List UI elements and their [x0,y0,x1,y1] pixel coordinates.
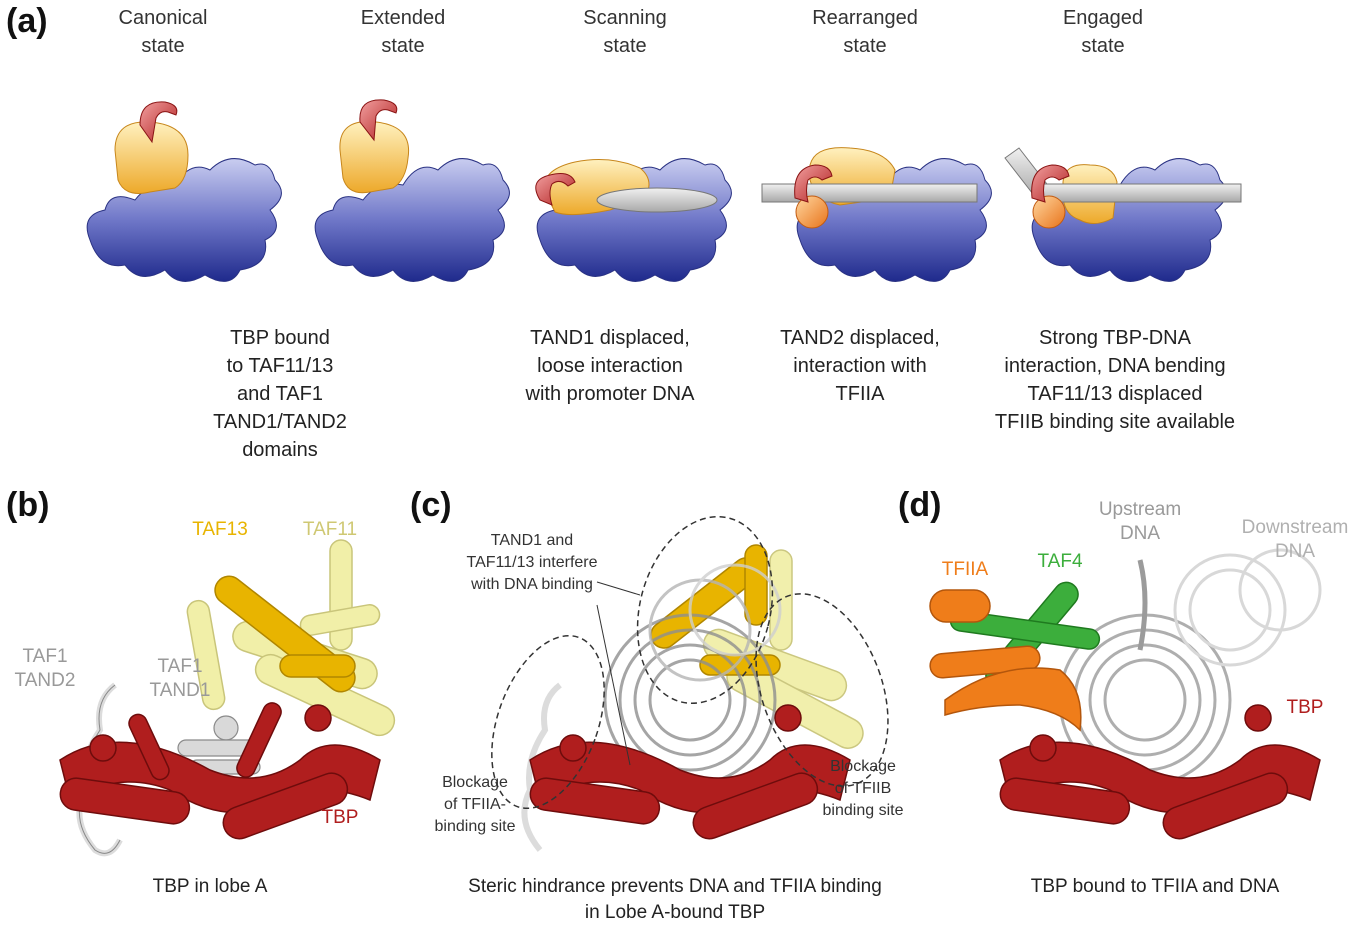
label-block-tfiib: Blockage of TFIIB binding site [822,758,904,819]
label-block-tfiia: Blockage of TFIIA- binding site [434,774,516,835]
label-tbp-d: TBP [1286,697,1324,718]
state-title-extended: Extended state [360,7,446,57]
panel-b-letter: (b) [6,486,50,524]
dashed-region-tfiib [755,593,889,787]
panel-c-structure [491,515,889,852]
panel-b-structure [59,539,396,857]
label-taf1-tand2: TAF1 TAND2 [14,646,76,691]
label-interfere: TAND1 and TAF11/13 interfere with DNA bi… [466,532,598,593]
desc-rearranged: TAND2 displaced, interaction with TFIIA [780,327,940,405]
scanning-state-cartoon [535,158,732,282]
desc-scanning: TAND1 displaced, loose interaction with … [525,327,695,405]
dashed-region-tfiia [491,634,605,810]
desc-engaged: Strong TBP-DNA interaction, DNA bending … [994,327,1236,433]
label-taf1-tand1: TAF1 TAND1 [149,656,211,701]
extended-state-cartoon [314,99,510,282]
panel-c-letter: (c) [410,486,452,524]
desc-canonical: TBP bound to TAF11/13 and TAF1 TAND1/TAN… [213,327,347,461]
panel-a-letter: (a) [6,2,48,40]
label-taf13: TAF13 [192,519,248,540]
state-title-scanning: Scanning state [583,7,667,57]
caption-b: TBP in lobe A [152,876,268,897]
caption-c: Steric hindrance prevents DNA and TFIIA … [468,876,882,923]
tand-red-hook [139,101,178,144]
engaged-state-cartoon [1004,147,1242,282]
state-title-canonical: Canonical state [118,7,208,57]
dna-ellipse [596,187,718,213]
state-title-engaged: Engaged state [1062,7,1144,57]
label-tfiia: TFIIA [941,559,989,580]
label-upstream-dna: Upstream DNA [1098,499,1182,544]
label-downstream-dna: Downstream DNA [1241,517,1349,562]
label-taf4: TAF4 [1037,551,1083,572]
tbp-blob [86,158,282,282]
panel-d-letter: (d) [898,486,942,524]
caption-d: TBP bound to TFIIA and DNA [1030,876,1280,897]
label-tbp-b: TBP [321,807,359,828]
taf-yellow-blob [114,121,189,194]
canonical-state-cartoon [86,101,282,282]
rearranged-state-cartoon [761,147,992,282]
panel-d-structure [929,548,1322,840]
dashed-region-dna [636,515,774,705]
label-taf11: TAF11 [302,519,358,540]
state-title-rearranged: Rearranged state [812,7,918,57]
